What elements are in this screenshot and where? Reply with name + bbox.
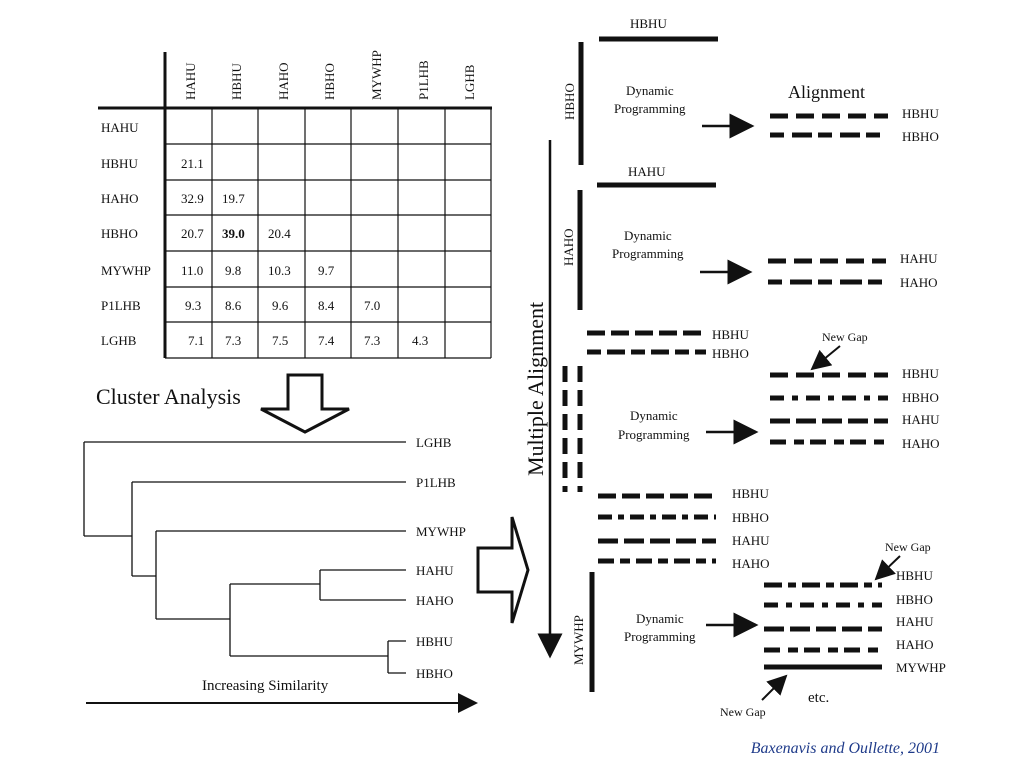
matrix-cell: 7.5 (272, 333, 288, 348)
matrix-cell: 7.4 (318, 333, 335, 348)
side-label: HBHO (562, 83, 577, 120)
matrix-cell: 8.4 (318, 298, 335, 313)
leaf-label: HAHU (416, 563, 454, 578)
matrix-row-header: HBHO (101, 226, 138, 241)
matrix-cell: 20.7 (181, 226, 204, 241)
etc-label: etc. (808, 690, 829, 706)
matrix-row-header: HAHU (101, 120, 139, 135)
matrix-row-header: HBHU (101, 156, 138, 171)
seq-label: HBHU (902, 106, 939, 121)
seq-label: HAHU (896, 614, 934, 629)
matrix-cell: 19.7 (222, 191, 245, 206)
matrix-cell: 4.3 (412, 333, 428, 348)
leaf-label: HAHO (416, 593, 454, 608)
matrix-col-header: HBHU (229, 63, 244, 100)
matrix-cell: 9.6 (272, 298, 289, 313)
matrix-col-header: HAHU (183, 62, 198, 100)
seq-label: HBHO (896, 592, 933, 607)
seq-label: HBHO (732, 510, 769, 525)
matrix-row-header: LGHB (101, 333, 137, 348)
matrix-cell: 9.3 (185, 298, 201, 313)
matrix-cell: 7.0 (364, 298, 380, 313)
down-arrow-icon (260, 373, 350, 434)
side-label: HAHO (561, 228, 576, 266)
matrix-row-header: P1LHB (101, 298, 141, 313)
dp-label: Programming (618, 427, 690, 442)
new-gap-arrow (874, 555, 901, 581)
leaf-label: MYWHP (416, 524, 466, 539)
matrix-cell: 9.8 (225, 263, 241, 278)
matrix-cell: 11.0 (181, 263, 203, 278)
similarity-axis-label: Increasing Similarity (202, 678, 329, 694)
bars (562, 36, 888, 692)
seq-label: HAHU (732, 533, 770, 548)
side-label: MYWHP (571, 615, 586, 665)
matrix-cell: 8.6 (225, 298, 242, 313)
dp-label: Programming (614, 101, 686, 116)
matrix-cell: 7.1 (188, 333, 204, 348)
seq-label: HBHO (902, 129, 939, 144)
matrix-col-header: P1LHB (416, 60, 431, 100)
multiple-alignment-label: Multiple Alignment (523, 302, 548, 476)
matrix-cell: 7.3 (364, 333, 380, 348)
matrix-col-header: MYWHP (369, 50, 384, 100)
seq-label: HBHO (902, 390, 939, 405)
matrix-row-header: HAHO (101, 191, 139, 206)
dp-label: Dynamic (624, 228, 672, 243)
right-arrow-icon (476, 516, 530, 624)
leaf-label: P1LHB (416, 475, 456, 490)
dp-arrows (700, 113, 759, 638)
dp-label: Dynamic (626, 83, 674, 98)
seq-label: HAHO (902, 436, 940, 451)
matrix-col-header: HBHO (322, 63, 337, 100)
new-gap-arrow (761, 674, 788, 701)
matrix-cell: 20.4 (268, 226, 291, 241)
matrix-row-header: MYWHP (101, 263, 151, 278)
citation: Baxenavis and Oullette, 2001 (750, 740, 940, 757)
new-gap-label: New Gap (822, 330, 868, 344)
dp-label: Programming (624, 629, 696, 644)
matrix-cell: 21.1 (181, 156, 204, 171)
seq-label: HBHU (712, 327, 749, 342)
leaf-label: LGHB (416, 435, 452, 450)
top-label: HAHU (628, 164, 666, 179)
seq-label: HBHU (732, 486, 769, 501)
dp-label: Dynamic (636, 611, 684, 626)
new-gap-label: New Gap (720, 705, 766, 719)
dp-label: Programming (612, 246, 684, 261)
seq-label: HAHO (896, 637, 934, 652)
new-gap-arrow (810, 345, 841, 371)
new-gap-label: New Gap (885, 540, 931, 554)
dendrogram (83, 441, 406, 674)
matrix-cell: 7.3 (225, 333, 241, 348)
alignment-title: Alignment (788, 82, 865, 102)
seq-label: HAHO (732, 556, 770, 571)
seq-label: HBHU (902, 366, 939, 381)
seq-label: HBHU (896, 568, 933, 583)
cluster-analysis-title: Cluster Analysis (96, 384, 241, 409)
matrix-col-header: HAHO (276, 62, 291, 100)
matrix-cell: 10.3 (268, 263, 291, 278)
matrix-col-header: LGHB (462, 64, 477, 100)
matrix-cell: 9.7 (318, 263, 335, 278)
leaf-label: HBHU (416, 634, 453, 649)
top-label: HBHU (630, 16, 667, 31)
seq-label: MYWHP (896, 660, 946, 675)
seq-label: HAHU (900, 251, 938, 266)
seq-label: HBHO (712, 346, 749, 361)
seq-label: HAHU (902, 412, 940, 427)
dp-label: Dynamic (630, 408, 678, 423)
distance-matrix: HAHU HBHU HAHO HBHO MYWHP P1LHB LGHB HAH… (98, 50, 492, 359)
seq-label: HAHO (900, 275, 938, 290)
leaf-label: HBHO (416, 666, 453, 681)
matrix-cell-highlight: 39.0 (222, 226, 245, 241)
matrix-cell: 32.9 (181, 191, 204, 206)
